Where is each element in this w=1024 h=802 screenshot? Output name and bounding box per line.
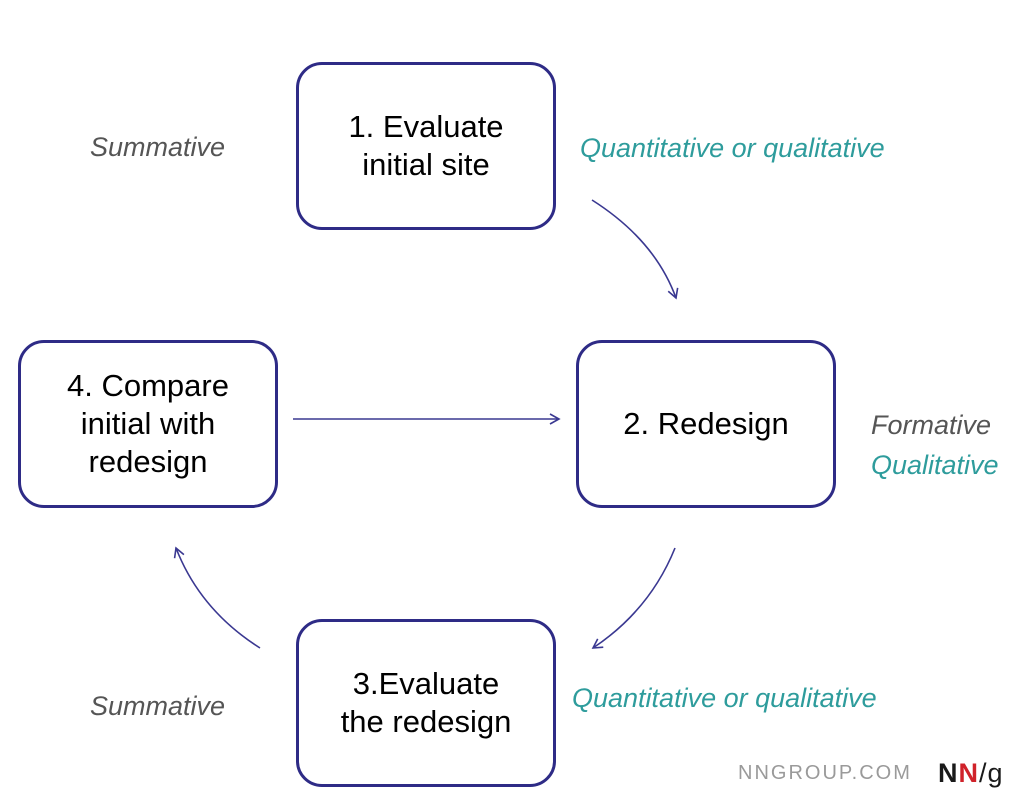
arrow-step3-to-step4 xyxy=(173,546,261,649)
step-evaluate-initial-site: 1. Evaluate initial site xyxy=(296,62,556,230)
step-2-label: 2. Redesign xyxy=(623,406,789,441)
step-3-label: 3.Evaluate the redesign xyxy=(340,666,512,739)
quantitative-label-bottom: Quantitative or qualitative xyxy=(572,683,877,713)
step-4-label: 4. Compare initial with redesign xyxy=(67,368,229,479)
logo-letter-n2: N xyxy=(958,758,979,788)
logo-slash-g: /g xyxy=(979,758,1004,788)
quantitative-label-top: Quantitative or qualitative xyxy=(580,133,885,163)
step-1-label: 1. Evaluate initial site xyxy=(348,109,504,182)
summative-label-bottom: Summative xyxy=(90,691,226,721)
nng-logo: NN/g xyxy=(938,758,1004,789)
arrow-step1-to-step2 xyxy=(591,199,679,300)
logo-letter-n1: N xyxy=(938,758,959,788)
step-evaluate-redesign: 3.Evaluate the redesign xyxy=(296,619,556,787)
qualitative-label: Qualitative xyxy=(871,450,999,480)
summative-label-top: Summative xyxy=(90,132,226,162)
site-url: NNGROUP.COM xyxy=(738,762,912,784)
arrow-step2-to-step3 xyxy=(591,547,676,649)
step-redesign: 2. Redesign xyxy=(576,340,836,508)
formative-label: Formative xyxy=(871,410,992,440)
step-compare: 4. Compare initial with redesign xyxy=(18,340,278,508)
